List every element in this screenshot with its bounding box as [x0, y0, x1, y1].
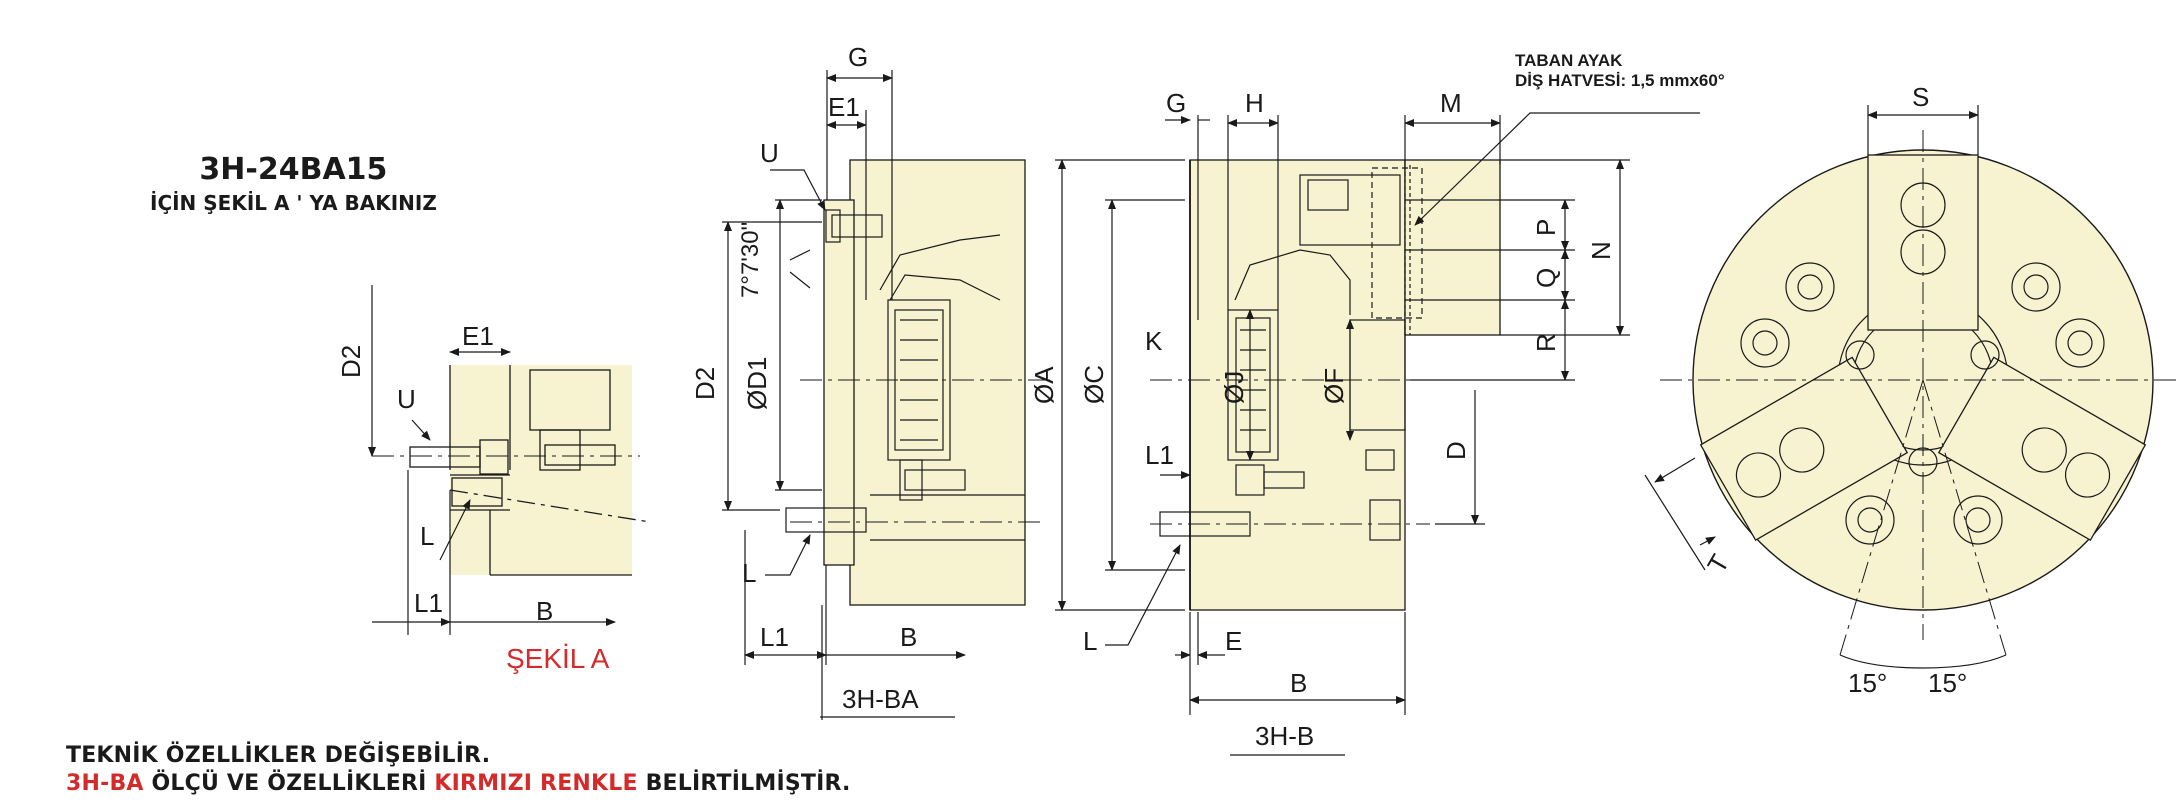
b-h-label: H	[1245, 88, 1264, 118]
b-p-label: P	[1531, 219, 1561, 236]
front-t-label: T	[1701, 549, 1735, 578]
fig-a-caption: ŞEKİL A	[506, 643, 610, 674]
footer-note-line2: 3H-BA ÖLÇÜ VE ÖZELLİKLERİ KIRMIZI RENKLE…	[66, 771, 851, 796]
fig-a-l-label: L	[420, 521, 434, 551]
b-n-label: N	[1586, 241, 1616, 260]
ba-caption: 3H-BA	[842, 684, 919, 714]
ba-l1-label: L1	[760, 622, 789, 652]
view-3h-b: TABAN AYAK DİŞ HATVESİ: 1,5 mmx60°	[1029, 51, 1725, 756]
b-e-label: E	[1225, 626, 1242, 656]
ba-flange	[823, 199, 855, 566]
b-main-body	[1189, 159, 1406, 611]
b-callout-leader	[1414, 112, 1700, 226]
b-m-label: M	[1440, 88, 1462, 118]
b-q-label: Q	[1531, 268, 1561, 288]
b-g-label: G	[1166, 88, 1186, 118]
front-jaw-right	[1937, 356, 2147, 542]
footer-line2-part1: ÖLÇÜ VE ÖZELLİKLERİ	[143, 771, 435, 796]
b-callout-line1: TABAN AYAK	[1515, 51, 1623, 70]
reference-model: 3H-24BA15	[199, 152, 388, 187]
ba-b-label: B	[900, 622, 917, 652]
b-d-label: D	[1441, 441, 1471, 460]
footer-line2-part2: BELİRTİLMİŞTİR.	[637, 771, 851, 796]
ba-u-label: U	[760, 138, 779, 168]
b-l1-label: L1	[1145, 440, 1174, 470]
front-angle-right-label: 15°	[1928, 668, 1967, 698]
fig-a-l1-label: L1	[414, 588, 443, 618]
b-callout-line2: DİŞ HATVESİ: 1,5 mmx60°	[1515, 71, 1725, 90]
b-jaw-body	[1404, 159, 1501, 336]
ba-g-label: G	[848, 42, 868, 72]
view-3h-ba: G E1 U 7°7'30" D2 ØD1 L L1 B 3H-BA	[690, 42, 1050, 720]
front-jaw-left	[1699, 356, 1909, 542]
ba-d1-label: ØD1	[742, 357, 772, 410]
b-k-label: K	[1145, 326, 1163, 356]
ba-l-label: L	[742, 558, 756, 588]
footer-note-line1: TEKNİK ÖZELLİKLER DEĞİŞEBİLİR.	[66, 743, 490, 768]
front-s-label: S	[1912, 82, 1929, 112]
b-j-label: ØJ	[1219, 371, 1249, 404]
b-a-label: ØA	[1029, 366, 1059, 404]
figure-a-detail: D2 E1 U L L1 B ŞEKİL A	[336, 285, 651, 674]
b-r-label: R	[1531, 333, 1561, 352]
b-f-label: ØF	[1319, 368, 1349, 404]
fig-a-b-label: B	[536, 596, 553, 626]
b-c-label: ØC	[1079, 365, 1109, 404]
front-view: S T 15° 15°	[1644, 82, 2178, 698]
footer-line1-text: TEKNİK ÖZELLİKLER DEĞİŞEBİLİR.	[66, 743, 491, 768]
b-caption: 3H-B	[1255, 721, 1314, 751]
front-angle-left-label: 15°	[1848, 668, 1887, 698]
fig-a-d2-label: D2	[336, 345, 366, 378]
ba-d2-label: D2	[690, 367, 720, 400]
reference-note: 3H-24BA15 İÇİN ŞEKİL A ' YA BAKINIZ	[150, 152, 437, 215]
b-l-label: L	[1083, 626, 1097, 656]
fig-a-u-label: U	[397, 384, 416, 414]
ba-angle-label: 7°7'30"	[737, 222, 764, 298]
footer-red-emphasis: KIRMIZI RENKLE	[434, 771, 638, 796]
reference-instruction: İÇİN ŞEKİL A ' YA BAKINIZ	[150, 191, 437, 215]
fig-a-e1-label: E1	[462, 321, 494, 351]
ba-e1-label: E1	[828, 92, 860, 122]
footer-model-red: 3H-BA	[66, 771, 144, 796]
b-b-label: B	[1290, 668, 1307, 698]
